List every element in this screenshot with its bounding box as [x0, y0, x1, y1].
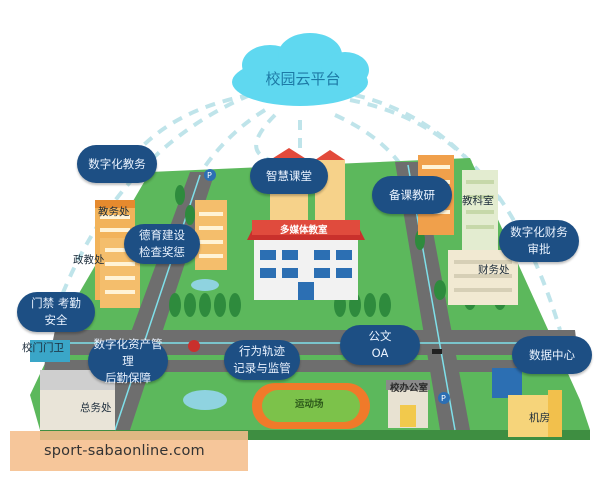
bubble-document-oa: 公文 OA — [340, 325, 420, 365]
parking-icons: P P — [204, 169, 450, 404]
bubble-text-line2: 后勤保障 — [105, 370, 151, 385]
bubble-text-line1: 数字化资产管理 — [93, 336, 163, 368]
bubble-moral-education: 德育建设 检查奖惩 — [124, 224, 200, 264]
label-general-affairs: 总务处 — [80, 402, 112, 414]
playground-track — [252, 383, 370, 429]
watermark-text: sport-sabaonline.com — [44, 443, 205, 459]
building-finance-office — [448, 250, 518, 305]
label-academic-office: 教务处 — [98, 206, 130, 218]
building-server-room — [492, 368, 562, 437]
bubble-lesson-prep: 备课教研 — [372, 176, 452, 214]
svg-text:P: P — [441, 394, 446, 403]
building-principal-office — [386, 380, 430, 428]
bubble-asset-management: 数字化资产管理 后勤保障 — [88, 337, 168, 385]
bubble-access-attendance: 门禁 考勤 安全 — [17, 292, 95, 332]
svg-text:P: P — [207, 171, 212, 180]
bubble-smart-classroom: 智慧课堂 — [250, 158, 328, 194]
bubble-text: 备课教研 — [389, 187, 435, 202]
cloud-shape — [232, 33, 369, 106]
bubble-data-center: 数据中心 — [512, 336, 592, 374]
bubble-digital-academic-affairs: 数字化教务 — [77, 145, 157, 183]
bubble-text: 智慧课堂 — [266, 168, 312, 183]
bubble-text-line2: 审批 — [527, 242, 551, 256]
no-entry-sign-icon — [188, 340, 200, 352]
bubble-text-line1: 公文 — [368, 329, 392, 343]
building-left-mid — [195, 200, 227, 270]
label-finance-office: 财务处 — [478, 264, 510, 276]
cloud-platform-label: 校园云平台 — [265, 70, 341, 88]
building-multimedia — [247, 220, 365, 300]
watermark-banner: sport-sabaonline.com — [10, 431, 248, 471]
label-principal-office: 校办公室 — [390, 383, 429, 394]
label-playground: 运动场 — [295, 399, 324, 410]
bubble-text-line1: 门禁 考勤 — [31, 296, 81, 310]
bubble-text-line2: 记录与监管 — [233, 361, 291, 375]
bubble-text-line1: 德育建设 — [139, 228, 185, 242]
fountain — [183, 279, 227, 410]
traffic-light-icon — [432, 349, 442, 354]
label-research-office: 教科室 — [462, 195, 494, 207]
bubble-text: 数据中心 — [529, 347, 575, 362]
label-server-room: 机房 — [529, 412, 550, 424]
bubble-text-line1: 数字化财务 — [510, 225, 568, 239]
label-gate-guard: 校门门卫 — [22, 342, 64, 354]
bubble-text-line2: 检查奖惩 — [139, 245, 185, 259]
label-political-office: 政教处 — [73, 254, 105, 266]
bubble-digital-finance: 数字化财务 审批 — [499, 220, 579, 262]
gate-structure — [30, 340, 70, 362]
building-political-office — [100, 238, 140, 308]
bubble-text-line2: OA — [371, 346, 389, 360]
bubble-behavior-tracking: 行为轨迹 记录与监管 — [224, 340, 300, 380]
label-multimedia-classroom: 多媒体教室 — [280, 225, 328, 236]
building-research-office — [462, 170, 498, 250]
bubble-text-line1: 行为轨迹 — [239, 344, 285, 358]
bubble-text: 数字化教务 — [88, 156, 146, 171]
bubble-text-line2: 安全 — [44, 313, 68, 327]
